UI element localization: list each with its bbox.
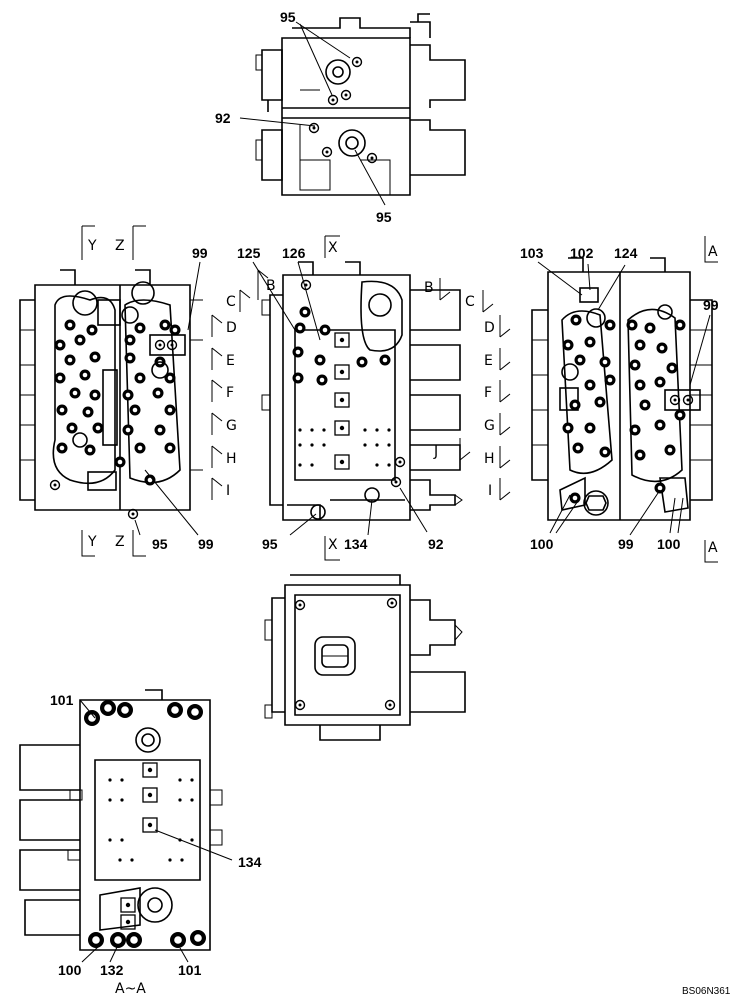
section-a-top: A [708,244,718,260]
section-j-right: J [433,444,438,460]
section-z-top: Z [115,238,125,254]
section-e-right: E [484,353,493,369]
label-100-a-left: 100 [530,536,554,552]
section-h-left: H [226,451,237,467]
section-c-right: C [465,294,475,310]
section-g-right: G [484,418,495,434]
label-99-yz-bottom: 99 [198,536,214,552]
leader-lines [79,21,711,963]
section-d-right: D [484,320,495,336]
label-99-yz-top: 99 [192,245,208,261]
label-102: 102 [570,245,594,261]
label-95-x: 95 [262,536,278,552]
label-125: 125 [237,245,261,261]
label-103: 103 [520,245,544,261]
section-y-bottom: Y [87,534,97,550]
section-i-left: I [226,483,230,499]
section-labels: Y Z Y Z X X A A B C D E F G H I B C D E … [87,238,718,997]
section-x-top: X [328,240,338,256]
label-100-a-right: 100 [657,536,681,552]
view-y-z [19,225,203,557]
label-99-a-right: 99 [703,297,719,313]
section-a-a: A~A [115,981,146,997]
label-92-x: 92 [428,536,444,552]
view-x [261,235,463,561]
section-g-left: G [226,418,237,434]
section-i-right: I [488,483,492,499]
label-126: 126 [282,245,306,261]
section-y-top: Y [87,238,97,254]
part-labels: 95 92 95 99 95 99 125 126 95 134 92 103 … [50,9,719,978]
section-f-right: F [484,385,492,401]
section-z-bottom: Z [115,534,125,550]
section-h-right: H [484,451,495,467]
section-d-left: D [226,320,237,336]
section-f-left: F [226,385,234,401]
section-c-left: C [226,294,236,310]
section-b-right: B [424,280,434,296]
label-100-aa: 100 [58,962,82,978]
label-95-yz: 95 [152,536,168,552]
view-a [531,236,718,563]
label-99-a-bottom: 99 [618,536,634,552]
section-x-bottom: X [328,537,338,553]
section-a-bottom: A [708,540,718,556]
label-101-aa-top: 101 [50,692,74,708]
section-b-left: B [266,278,276,294]
top-view [255,13,466,196]
label-132: 132 [100,962,124,978]
label-95-top-bottom: 95 [376,209,392,225]
label-134-aa: 134 [238,854,262,870]
label-101-aa-bottom: 101 [178,962,202,978]
drawing-id: BS06N361 [682,986,731,997]
label-92-top: 92 [215,110,231,126]
section-e-left: E [226,353,235,369]
bottom-view [264,574,466,741]
label-124: 124 [614,245,638,261]
section-arrows [211,269,511,501]
label-134-x: 134 [344,536,368,552]
label-95-top: 95 [280,9,296,25]
view-a-a [19,689,223,951]
